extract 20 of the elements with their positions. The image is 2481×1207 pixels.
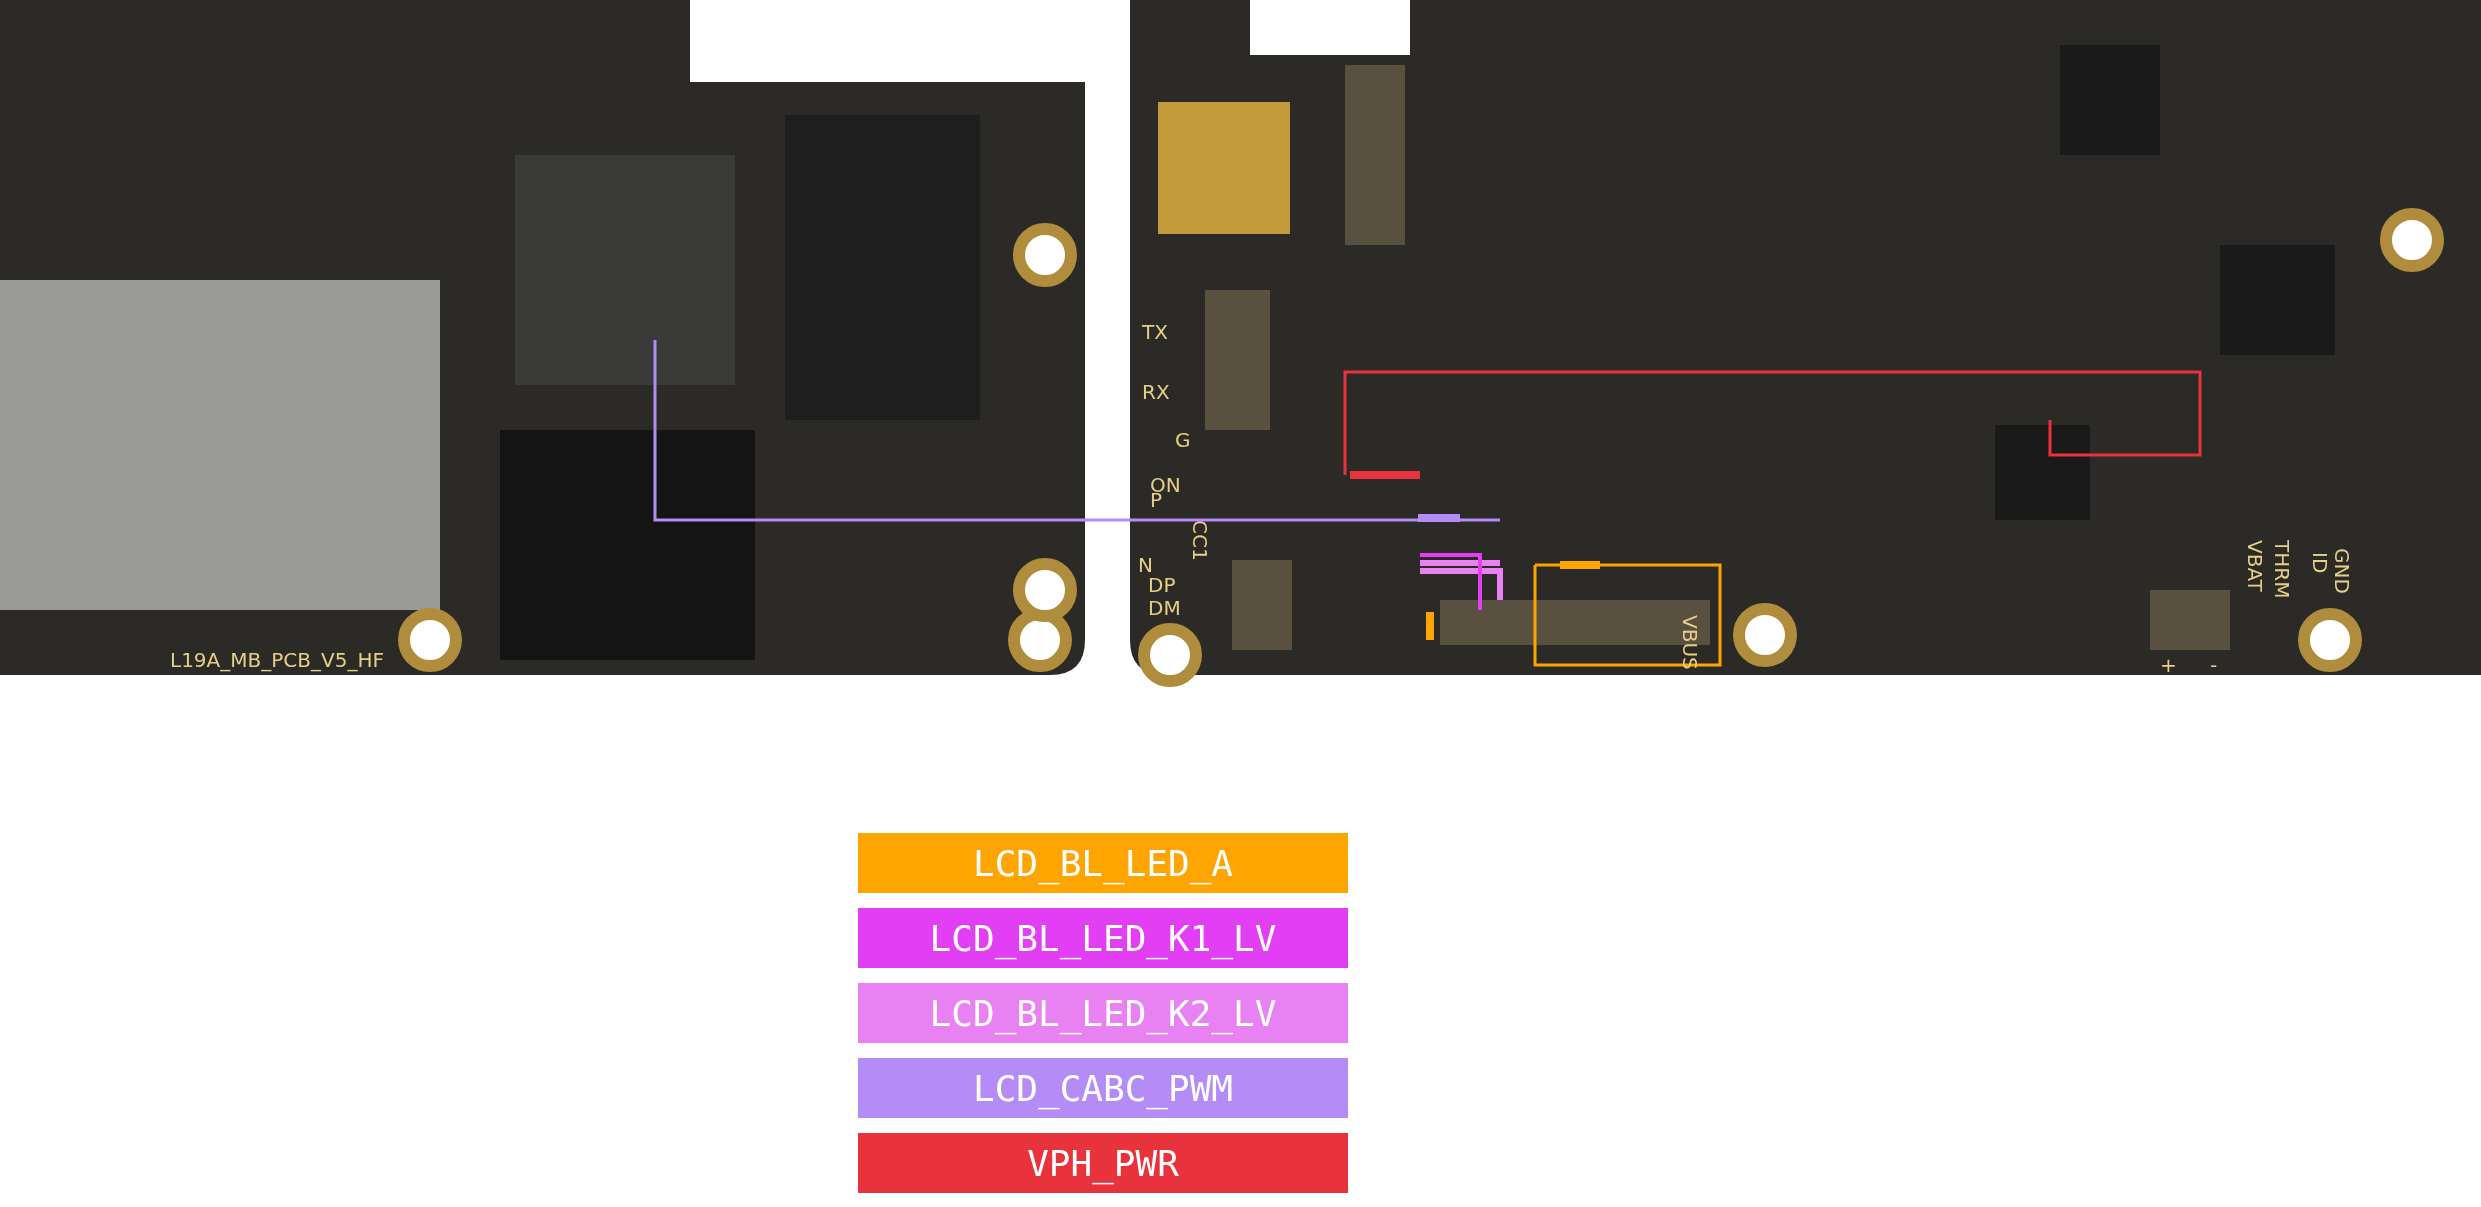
legend-label: LCD_BL_LED_K2_LV <box>929 992 1277 1034</box>
silkscreen-label: GND <box>2332 548 2352 594</box>
silkscreen-label: - <box>2210 655 2218 675</box>
legend-label: LCD_BL_LED_A <box>972 842 1234 884</box>
silkscreen-label: THRM <box>2272 540 2292 599</box>
silkscreen-label: VBAT <box>2245 540 2265 592</box>
silkscreen-label: CC1 <box>1190 520 1210 561</box>
silkscreen-label: TX <box>1142 322 1168 342</box>
legend-label: VPH_PWR <box>1027 1142 1179 1184</box>
silkscreen-label: VBUS <box>1680 615 1700 670</box>
silkscreen-label: RX <box>1142 382 1170 402</box>
silkscreen-label: G <box>1175 430 1191 450</box>
legend-label: LCD_BL_LED_K1_LV <box>929 917 1277 959</box>
silkscreen-label: + <box>2160 655 2177 675</box>
silkscreen-label: L19A_MB_PCB_V5_HF <box>170 650 384 670</box>
silkscreen-label: DP <box>1148 575 1176 595</box>
silkscreen-label: ID <box>2310 552 2330 574</box>
legend-label: LCD_CABC_PWM <box>972 1067 1234 1109</box>
silkscreen-label: DM <box>1148 598 1181 618</box>
silkscreen-label: N <box>1138 555 1153 575</box>
